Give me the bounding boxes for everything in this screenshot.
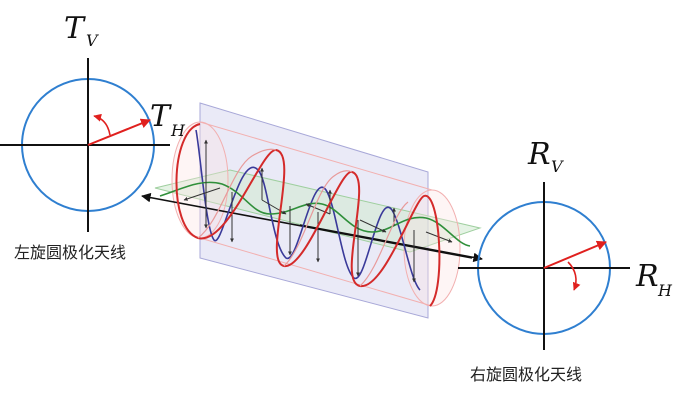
helix-wave-back <box>197 148 409 287</box>
left-caption: 左旋圆极化天线 <box>14 243 126 262</box>
horizontal-wave <box>159 181 471 247</box>
left-rotation-arc <box>93 113 111 136</box>
left-red-vector <box>87 118 151 146</box>
right-caption: 右旋圆极化天线 <box>470 365 582 384</box>
right-rotation-arc <box>567 261 581 291</box>
rv-subscript: V <box>551 157 564 176</box>
rh-label: R <box>635 259 659 294</box>
helix-wave <box>175 123 441 307</box>
tv-label: T <box>64 11 86 46</box>
rv-label: R <box>527 137 551 172</box>
tv-subscript: V <box>86 31 99 50</box>
right-antenna-diagram <box>458 182 630 350</box>
th-subscript: H <box>170 121 186 140</box>
vertical-wave <box>195 129 421 291</box>
propagation-axis-forward <box>299 224 483 263</box>
left-antenna-diagram <box>0 58 170 232</box>
th-label: T <box>150 99 172 134</box>
right-red-vector <box>543 240 607 269</box>
rh-subscript: H <box>657 281 673 300</box>
